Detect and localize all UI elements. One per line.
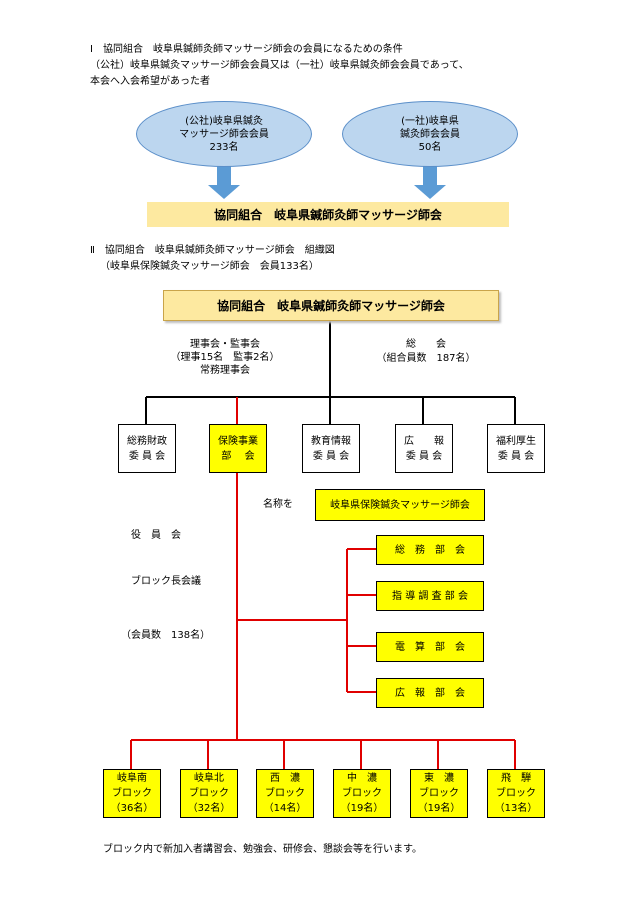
block-line1: 西 濃 [270,773,300,784]
committee-line1: 福利厚生 [496,435,536,447]
officers-label: 役 員 会 [131,530,181,541]
dept-box-shidou: 指 導 調 査 部 会 [376,581,484,611]
general-assembly-label: 総 会 （組合員数 187名） [356,338,496,366]
block-line3: （36名） [110,803,154,814]
block-line3: （14名） [263,803,307,814]
block-line2: ブロック [419,788,459,799]
block-line2: ブロック [496,788,536,799]
board-line1: 理事会・監事会 [190,339,260,350]
committee-box-fukuri: 福利厚生 委 員 会 [487,424,545,473]
block-line2: ブロック [342,788,382,799]
name-box: 岐阜県保険鍼灸マッサージ師会 [315,489,485,521]
committee-box-kouhou: 広 報 委 員 会 [395,424,453,473]
ellipse-right-line3: 50名 [418,141,442,153]
down-arrow-right [414,163,446,199]
general-line2: （組合員数 187名） [376,353,476,364]
committee-line1: 総務財政 [127,435,167,447]
ellipse-right-line2: 鍼灸師会会員 [400,128,460,140]
section2-subheading: （岐阜県保険鍼灸マッサージ師会 会員133名） [100,261,319,272]
block-line1: 岐阜南 [117,773,147,784]
ellipse-left-line2: マッサージ師会会員 [179,128,269,140]
section1-heading: Ⅰ 協同組合 岐阜県鍼師灸師マッサージ師会の会員になるための条件 [90,44,403,55]
ellipse-isshaku-members: (一社)岐阜県 鍼灸師会会員 50名 [342,101,518,167]
block-box-tounou: 東 濃 ブロック （19名） [410,769,468,818]
members-count-label: （会員数 138名） [121,630,211,641]
block-line3: （19名） [417,803,461,814]
block-line1: 岐阜北 [194,773,224,784]
cooperative-banner: 協同組合 岐阜県鍼師灸師マッサージ師会 [147,202,509,227]
committee-line2: 委 員 会 [405,450,443,462]
committee-line2: 委 員 会 [497,450,535,462]
block-line2: ブロック [265,788,305,799]
down-arrow-left [208,163,240,199]
ellipse-left-line3: 233名 [209,141,239,153]
ellipse-left-line1: (公社)岐阜県鍼灸 [185,115,263,127]
dept-box-kouhou: 広 報 部 会 [376,678,484,708]
block-line2: ブロック [189,788,229,799]
section2-heading: Ⅱ 協同組合 岐阜県鍼師灸師マッサージ師会 組織図 [90,245,335,256]
board-label: 理事会・監事会 （理事15名 監事2名） 常務理事会 [150,338,300,377]
committee-box-soumu: 総務財政 委 員 会 [118,424,176,473]
block-line1: 飛 騨 [501,773,531,784]
org-top-box: 協同組合 岐阜県鍼師灸師マッサージ師会 [163,290,499,321]
block-meeting-label: ブロック長会議 [131,576,201,587]
name-label: 名称を [263,499,293,510]
committee-line1: 広 報 [404,435,444,447]
block-line3: （32名） [187,803,231,814]
block-box-gifu-minami: 岐阜南 ブロック （36名） [103,769,161,818]
block-box-seinou: 西 濃 ブロック （14名） [256,769,314,818]
block-line3: （13名） [494,803,538,814]
committee-line1: 保険事業 [218,435,258,447]
board-line3: 常務理事会 [200,365,250,376]
committee-line2: 委 員 会 [312,450,350,462]
committee-line1: 教育情報 [311,435,351,447]
committee-box-hoken: 保険事業 部 会 [209,424,267,473]
general-line1: 総 会 [406,339,446,350]
section1-condition-line2: 本会へ入会希望があった者 [90,76,210,87]
committee-line2: 委 員 会 [128,450,166,462]
dept-box-densan: 電 算 部 会 [376,632,484,662]
block-line3: （19名） [340,803,384,814]
block-box-gifu-kita: 岐阜北 ブロック （32名） [180,769,238,818]
block-line1: 東 濃 [424,773,454,784]
board-line2: （理事15名 監事2名） [170,352,280,363]
ellipse-right-line1: (一社)岐阜県 [401,115,459,127]
section1-condition-line1: （公社）岐阜県鍼灸マッサージ師会会員又は（一社）岐阜県鍼灸師会会員であって、 [90,60,469,71]
block-line1: 中 濃 [347,773,377,784]
block-box-chuunou: 中 濃 ブロック （19名） [333,769,391,818]
footer-note: ブロック内で新加入者講習会、勉強会、研修会、懇談会等を行います。 [103,844,422,855]
committee-box-kyouiku: 教育情報 委 員 会 [302,424,360,473]
ellipse-koushaku-members: (公社)岐阜県鍼灸 マッサージ師会会員 233名 [136,101,312,167]
block-line2: ブロック [112,788,152,799]
committee-line2: 部 会 [221,450,255,462]
block-box-hida: 飛 騨 ブロック （13名） [487,769,545,818]
dept-box-soumu: 総 務 部 会 [376,535,484,565]
